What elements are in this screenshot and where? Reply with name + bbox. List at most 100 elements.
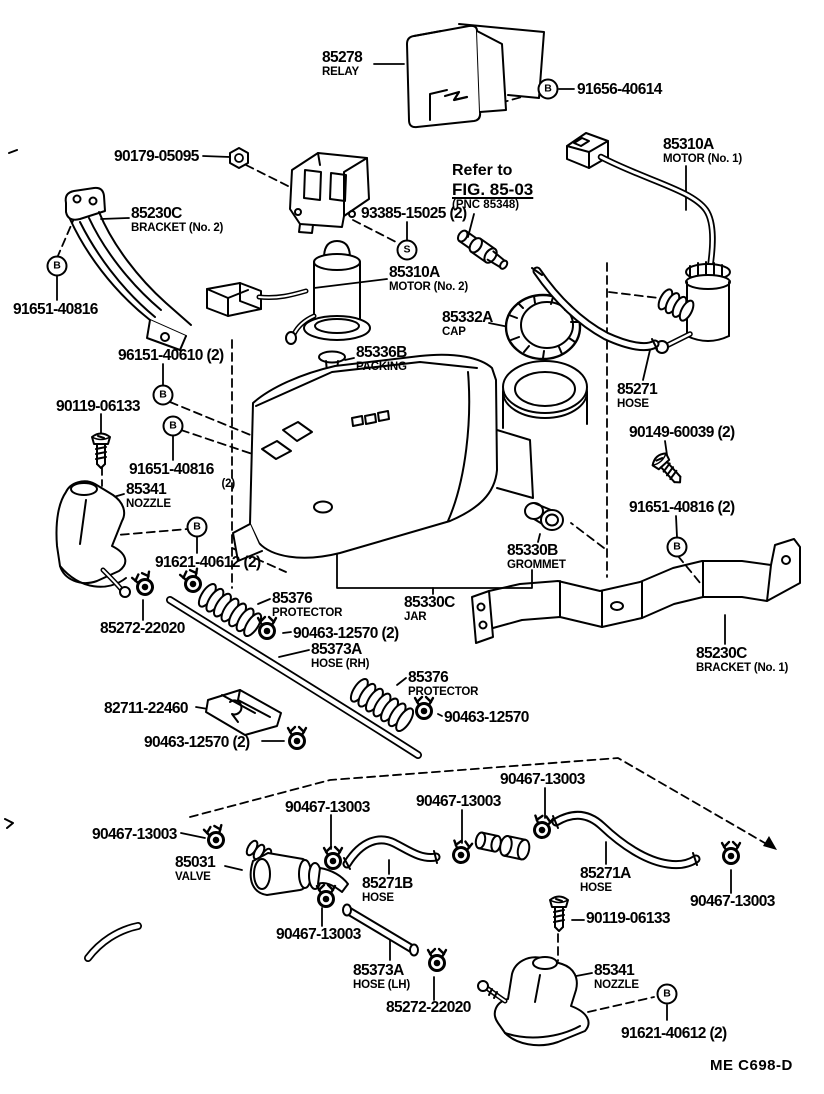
- part-number: 85336B: [356, 344, 407, 361]
- part-description: MOTOR (No. 2): [389, 281, 468, 294]
- part-number: 90467-13003: [690, 893, 775, 910]
- fastener-symbol-S: S: [396, 239, 418, 261]
- protector-coil-2: [349, 677, 415, 733]
- part-number: 85278: [322, 49, 363, 66]
- fastener-symbol-B: B: [537, 78, 559, 100]
- part-description: VALVE: [175, 871, 211, 884]
- fastener-letter: B: [159, 388, 167, 401]
- part-number: 85310A: [663, 136, 714, 153]
- hose-stub-drawing: [84, 922, 142, 962]
- jar-drawing: [232, 353, 534, 562]
- part-description: MOTOR (No. 1): [663, 153, 742, 166]
- part-label-90467-13003: 90467-13003: [416, 793, 501, 810]
- part-label-91656-40614: 91656-40614: [577, 81, 662, 98]
- fastener-letter: B: [544, 82, 552, 95]
- part-description: HOSE: [362, 892, 394, 905]
- part-number: 90149-60039 (2): [629, 424, 735, 441]
- part-label-85272-22020: 85272-22020: [386, 999, 471, 1016]
- part-label-90467-13003: 90467-13003: [690, 893, 775, 910]
- part-number: 85373A: [311, 641, 362, 658]
- protector-coil-1: [197, 582, 263, 638]
- part-label-90119-06133: 90119-06133: [56, 398, 141, 415]
- part-number: 85271B: [362, 875, 413, 892]
- part-description: HOSE (RH): [311, 658, 370, 671]
- part-number: 85373A: [353, 962, 404, 979]
- note-line-2: FIG. 85-03: [452, 179, 534, 199]
- reference-note: Refer to FIG. 85-03 (PNC 85348): [452, 162, 533, 213]
- part-label-90179-05095: 90179-05095: [114, 148, 199, 165]
- part-number: 91651-40816 (2): [629, 499, 735, 516]
- part-description: NOZZLE: [126, 498, 171, 511]
- part-number: 85310A: [389, 264, 440, 281]
- part-description: PROTECTOR: [272, 607, 343, 620]
- fastener-symbol-B: B: [152, 384, 174, 406]
- part-description: (2): [221, 478, 236, 491]
- part-number: 91621-40612 (2): [621, 1025, 727, 1042]
- part-number: 91651-40816: [129, 461, 214, 478]
- part-label-91651-40816 (2): 91651-40816 (2): [629, 499, 735, 516]
- part-number: 90463-12570 (2): [293, 625, 399, 642]
- part-label-93385-15025 (2): 93385-15025 (2): [361, 205, 467, 222]
- part-description: HOSE (LH): [353, 979, 410, 992]
- note-line-3: (PNC 85348): [452, 199, 520, 212]
- part-number: 91656-40614: [577, 81, 662, 98]
- part-number: 90467-13003: [276, 926, 361, 943]
- part-description: CAP: [442, 326, 466, 339]
- fastener-symbol-B: B: [666, 536, 688, 558]
- part-number: 85341: [126, 481, 167, 498]
- hose-joint-drawing: [474, 831, 531, 861]
- fastener-letter: B: [53, 259, 61, 272]
- part-label-91651-40816: 91651-40816: [13, 301, 98, 318]
- check-valve-drawing: [456, 229, 509, 270]
- part-number: 82711-22460: [104, 700, 189, 717]
- nozzle-bottom-drawing: [477, 956, 590, 1047]
- part-number: 85341: [594, 962, 635, 979]
- part-label-90149-60039 (2): 90149-60039 (2): [629, 424, 735, 441]
- fastener-letter: B: [193, 520, 201, 533]
- part-number: 85230C: [131, 205, 182, 222]
- fastener-symbol-B: B: [186, 516, 208, 538]
- filler-neck-drawing: [502, 360, 588, 429]
- part-number: 90467-13003: [416, 793, 501, 810]
- part-number: 85376: [272, 590, 313, 607]
- part-description: HOSE: [580, 882, 612, 895]
- fastener-symbol-B: B: [656, 983, 678, 1005]
- part-number: 90463-12570 (2): [144, 734, 250, 751]
- edge-marks: [4, 149, 18, 829]
- part-number: 96151-40610 (2): [118, 347, 224, 364]
- motor-bracket-drawing: [289, 152, 370, 234]
- note-line-1: Refer to: [452, 162, 513, 179]
- part-number: 90179-05095: [114, 148, 199, 165]
- part-description: NOZZLE: [594, 979, 639, 992]
- part-label-91651-40816: 91651-40816 (2): [129, 461, 236, 491]
- part-number: 91621-40612 (2): [155, 554, 261, 571]
- part-number: 90467-13003: [92, 826, 177, 843]
- nozzle-left-drawing: [55, 480, 131, 598]
- fastener-symbol-B: B: [46, 255, 68, 277]
- part-number: 85031: [175, 854, 216, 871]
- part-label-90463-12570: 90463-12570: [444, 709, 529, 726]
- motor-no1-drawing: [566, 132, 731, 354]
- hose-85271a-drawing: [551, 810, 701, 870]
- part-number: 91651-40816: [13, 301, 98, 318]
- bracket-no2-drawing: [64, 186, 192, 351]
- fastener-letter: S: [403, 243, 411, 256]
- part-label-96151-40610 (2): 96151-40610 (2): [118, 347, 224, 364]
- part-number: 85271A: [580, 865, 631, 882]
- part-label-91621-40612 (2): 91621-40612 (2): [621, 1025, 727, 1042]
- part-label-90463-12570 (2): 90463-12570 (2): [293, 625, 399, 642]
- grommet-drawing: [524, 502, 564, 531]
- part-number: 90467-13003: [500, 771, 585, 788]
- part-label-82711-22460: 82711-22460: [104, 700, 189, 717]
- part-label-90119-06133: 90119-06133: [586, 910, 671, 927]
